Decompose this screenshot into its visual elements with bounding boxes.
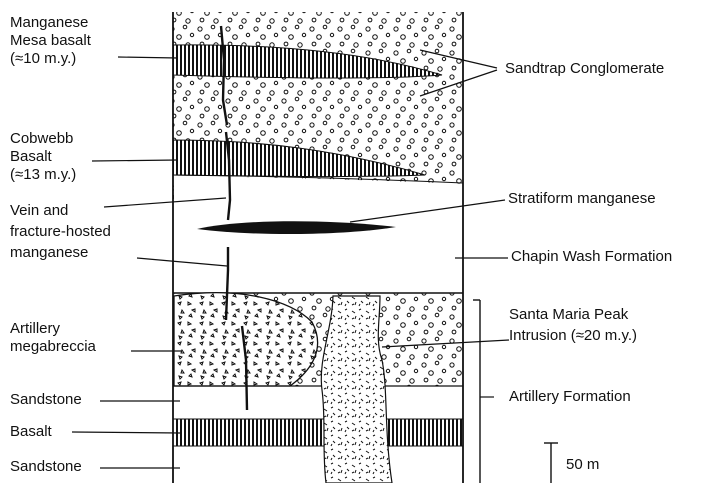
santa-maria-line2: Intrusion (≈20 m.y.) <box>509 325 637 346</box>
vein-line2: fracture-hosted <box>10 221 111 242</box>
cobwebb-line3: (≈13 m.y.) <box>10 166 76 184</box>
chapin-label: Chapin Wash Formation <box>511 248 672 266</box>
basalt-band-layer <box>174 419 462 446</box>
megabreccia-line1: Artillery <box>10 320 96 338</box>
cobwebb-line2: Basalt <box>10 148 76 166</box>
vein-line1: Vein and <box>10 200 111 221</box>
megabreccia-line2: megabreccia <box>10 338 96 356</box>
artillery-megabreccia-label: Artillery megabreccia <box>10 320 96 356</box>
stratiform-label: Stratiform manganese <box>508 190 656 208</box>
column-layers <box>173 12 463 483</box>
leader-manganese-mesa <box>118 57 178 58</box>
vein-line3: manganese <box>10 242 111 263</box>
sandstone-upper-label: Sandstone <box>10 391 82 409</box>
cobwebb-label: Cobwebb Basalt (≈13 m.y.) <box>10 130 76 184</box>
basalt-label: Basalt <box>10 423 52 441</box>
sandstone-lower-label: Sandstone <box>10 458 82 476</box>
manganese-mesa-line3: (≈10 m.y.) <box>10 50 91 68</box>
cobwebb-line1: Cobwebb <box>10 130 76 148</box>
manganese-mesa-label: Manganese Mesa basalt (≈10 m.y.) <box>10 14 91 68</box>
scale-label: 50 m <box>566 456 599 474</box>
scale-bar <box>544 443 558 483</box>
sandtrap-label: Sandtrap Conglomerate <box>505 60 664 78</box>
leader-basalt <box>72 432 180 433</box>
sandstone-upper-layer <box>174 387 462 419</box>
artillery-formation-bracket <box>473 300 480 483</box>
artillery-formation-label: Artillery Formation <box>509 388 631 406</box>
chapin-wash-layer <box>174 200 462 290</box>
santa-maria-label: Santa Maria Peak Intrusion (≈20 m.y.) <box>509 304 637 346</box>
vein-label: Vein and fracture-hosted manganese <box>10 200 111 263</box>
manganese-mesa-line2: Mesa basalt <box>10 32 91 50</box>
leader-cobwebb <box>92 160 178 161</box>
santa-maria-line1: Santa Maria Peak <box>509 304 637 325</box>
manganese-mesa-line1: Manganese <box>10 14 91 32</box>
